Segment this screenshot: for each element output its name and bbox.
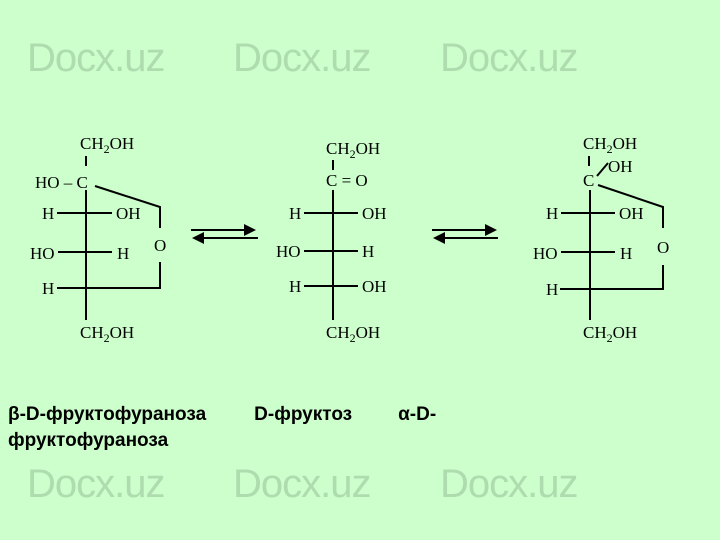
ch2oh-bottom: CH2OH — [326, 323, 380, 345]
caption-open: D-фруктоз — [254, 404, 353, 425]
watermark: Docx.uz — [233, 36, 371, 80]
watermark: Docx.uz — [440, 36, 578, 80]
watermark: Docx.uz — [233, 462, 371, 506]
h-label: H — [620, 244, 632, 263]
caption: β-D-фруктофураноза D-фруктоз α-D- фруктофу… — [8, 402, 568, 454]
ch2oh-bottom: CH2OH — [80, 323, 134, 345]
arrowhead-right-icon — [485, 224, 497, 236]
bond — [596, 162, 609, 177]
watermark: Docx.uz — [27, 462, 165, 506]
oh-label: OH — [608, 157, 633, 176]
h-label: H — [546, 204, 558, 223]
equilibrium-arrows-1 — [191, 224, 258, 244]
open-structure — [304, 160, 358, 320]
ring-bond — [57, 262, 161, 289]
watermark: Docx.uz — [27, 36, 165, 80]
ring-oxygen-label: O — [154, 236, 166, 255]
carbon-label: C — [583, 171, 594, 190]
ho-c-label: HO – C — [35, 173, 88, 192]
h-label: H — [117, 244, 129, 263]
h-label: H — [289, 204, 301, 223]
arrowhead-right-icon — [244, 224, 256, 236]
oh-label: OH — [362, 277, 387, 296]
ring-bond — [597, 184, 664, 228]
alpha-structure — [560, 156, 664, 320]
ring-oxygen-label: O — [657, 238, 669, 257]
watermark: Docx.uz — [440, 462, 578, 506]
alpha-labels: CH2OH OH C H OH HO H O H CH2OH — [533, 134, 669, 345]
ch2oh-top: CH2OH — [326, 139, 380, 161]
ch2oh-top: CH2OH — [583, 134, 637, 156]
ring-bond — [94, 185, 161, 228]
ring-bond — [560, 265, 664, 290]
arrowhead-left-icon — [192, 232, 204, 244]
oh-label: OH — [362, 204, 387, 223]
h-label: H — [289, 277, 301, 296]
caption-alpha-line1: α-D- — [398, 404, 437, 425]
h-label: H — [42, 279, 54, 298]
caption-alpha-line2: фруктофураноза — [8, 430, 169, 451]
arrowhead-left-icon — [433, 232, 445, 244]
ch2oh-bottom: CH2OH — [583, 323, 637, 345]
ho-label: HO — [276, 242, 301, 261]
beta-labels: CH2OH HO – C H OH HO H O H CH2OH — [30, 134, 166, 345]
h-label: H — [362, 242, 374, 261]
carbonyl-label: C = O — [326, 171, 368, 190]
beta-structure — [57, 156, 161, 320]
open-labels: CH2OH C = O H OH HO H H OH CH2OH — [276, 139, 387, 345]
ch2oh-top: CH2OH — [80, 134, 134, 156]
ho-label: HO — [30, 244, 55, 263]
oh-label: OH — [619, 204, 644, 223]
equilibrium-arrows-2 — [432, 224, 498, 244]
h-label: H — [42, 204, 54, 223]
ho-label: HO — [533, 244, 558, 263]
h-label: H — [546, 280, 558, 299]
caption-beta: β-D-фруктофураноза — [8, 404, 207, 425]
oh-label: OH — [116, 204, 141, 223]
